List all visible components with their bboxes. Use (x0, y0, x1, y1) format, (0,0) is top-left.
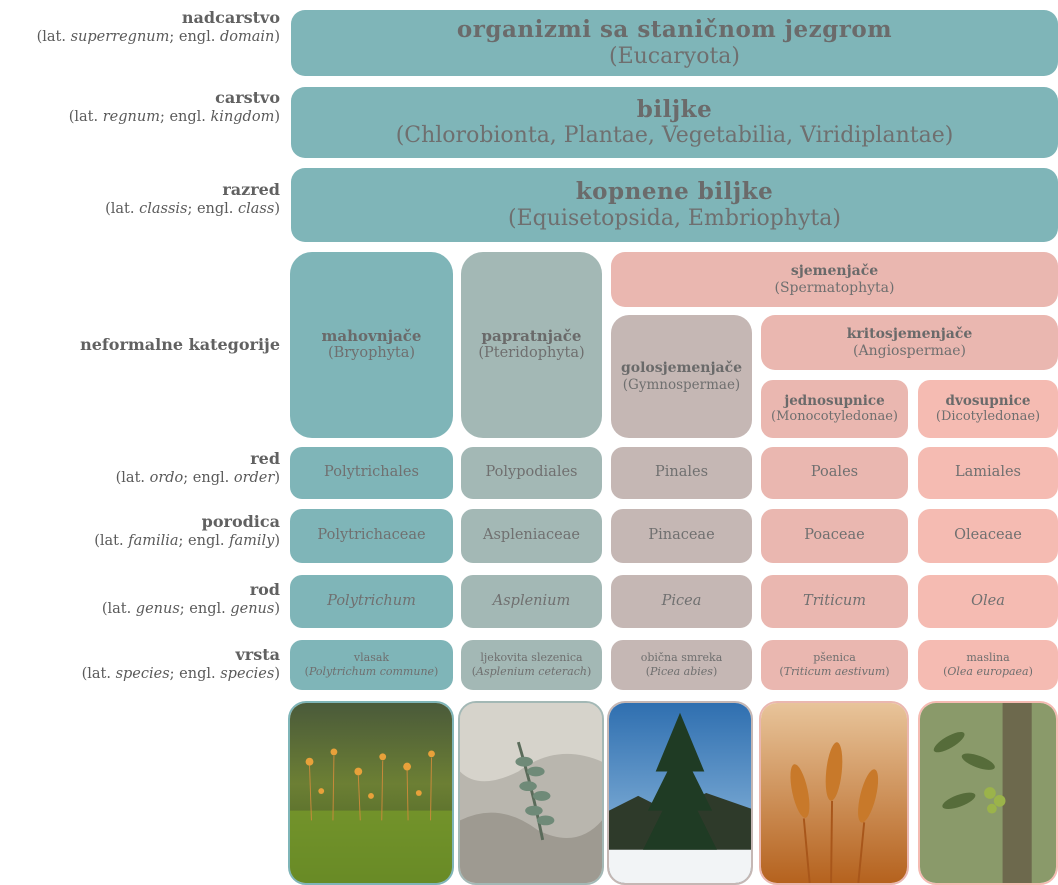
kingdom-title: biljke (636, 95, 713, 123)
family-cell: Polytrichaceae (290, 509, 453, 563)
class-latin: (Equisetopsida, Embriophyta) (508, 205, 841, 231)
wheat-photo (759, 701, 909, 885)
rank-title: razred (222, 180, 280, 199)
family-cell: Poaceae (761, 509, 908, 563)
kingdom-latin: (Chlorobionta, Plantae, Vegetabilia, Vir… (395, 123, 954, 149)
species-cell: ljekovita slezenica (Asplenium ceterach) (461, 640, 602, 690)
rank-label-informal: neformalne kategorije (80, 335, 280, 355)
class-box: kopnene biljke (Equisetopsida, Embriophy… (291, 168, 1058, 242)
order-cell: Pinales (611, 447, 752, 499)
angiosperms-box: kritosjemenjače (Angiospermae) (761, 315, 1058, 370)
class-title: kopnene biljke (575, 178, 774, 205)
group-latin: (Pteridophyta) (478, 345, 585, 362)
group-latin: (Bryophyta) (327, 345, 416, 362)
species-common: maslina (966, 650, 1010, 664)
group-latin: (Angiospermae) (853, 342, 966, 359)
rank-latin-english: (lat. species; engl. species) (81, 666, 280, 682)
genus-cell: Polytrichum (290, 575, 453, 628)
group-title: dvosupnice (945, 393, 1031, 410)
species-latin: (Asplenium ceterach) (471, 665, 592, 678)
species-cell: obična smreka (Picea abies) (611, 640, 752, 690)
rank-label-genus: rod (lat. genus; engl. genus) (102, 580, 280, 618)
species-common: pšenica (813, 650, 856, 664)
species-cell: pšenica (Triticum aestivum) (761, 640, 908, 690)
species-latin: (Polytrichum commune) (304, 665, 439, 678)
genus-cell: Triticum (761, 575, 908, 628)
moss-photo (288, 701, 454, 885)
genus-cell: Olea (918, 575, 1058, 628)
kingdom-box: biljke (Chlorobionta, Plantae, Vegetabil… (291, 87, 1058, 158)
group-title: jednosupnice (784, 393, 885, 410)
domain-latin: (Eucaryota) (609, 43, 740, 69)
rank-label-class: razred (lat. classis; engl. class) (105, 180, 280, 218)
group-title: mahovnjače (321, 327, 422, 346)
rank-label-domain: nadcarstvo (lat. superregnum; engl. doma… (37, 8, 280, 46)
family-cell: Pinaceae (611, 509, 752, 563)
rank-title: neformalne kategorije (80, 335, 280, 354)
seed-plants-box: sjemenjače (Spermatophyta) (611, 252, 1058, 307)
domain-box: organizmi sa staničnom jezgrom (Eucaryot… (291, 10, 1058, 76)
rank-title: porodica (201, 512, 280, 531)
family-cell: Oleaceae (918, 509, 1058, 563)
species-latin: (Triticum aestivum) (779, 665, 890, 678)
species-latin: (Picea abies) (645, 665, 718, 678)
order-cell: Polytrichales (290, 447, 453, 499)
group-title: kritosjemenjače (846, 325, 973, 342)
rank-label-kingdom: carstvo (lat. regnum; engl. kingdom) (69, 88, 280, 126)
rank-title: carstvo (215, 88, 280, 107)
fern-photo (458, 701, 604, 885)
family-cell: Aspleniaceae (461, 509, 602, 563)
rank-title: red (250, 449, 280, 468)
species-cell: maslina (Olea europaea) (918, 640, 1058, 690)
species-common: obična smreka (640, 650, 723, 664)
rank-latin-english: (lat. regnum; engl. kingdom) (68, 109, 280, 125)
order-cell: Lamiales (918, 447, 1058, 499)
species-common: ljekovita slezenica (480, 650, 583, 664)
species-cell: vlasak (Polytrichum commune) (290, 640, 453, 690)
dicots-box: dvosupnice (Dicotyledonae) (918, 380, 1058, 438)
group-latin: (Dicotyledonae) (935, 409, 1041, 425)
rank-title: rod (249, 580, 280, 599)
mosses-box: mahovnjače (Bryophyta) (290, 252, 453, 438)
ferns-box: papratnjače (Pteridophyta) (461, 252, 602, 438)
genus-cell: Picea (611, 575, 752, 628)
genus-cell: Asplenium (461, 575, 602, 628)
group-title: golosjemenjače (620, 360, 743, 376)
rank-latin-english: (lat. superregnum; engl. domain) (36, 29, 280, 45)
rank-latin-english: (lat. genus; engl. genus) (101, 601, 280, 617)
rank-latin-english: (lat. familia; engl. family) (94, 533, 280, 549)
rank-latin-english: (lat. ordo; engl. order) (115, 470, 280, 486)
rank-title: vrsta (235, 645, 281, 664)
domain-title: organizmi sa staničnom jezgrom (456, 16, 893, 43)
order-cell: Polypodiales (461, 447, 602, 499)
gymnosperms-box: golosjemenjače (Gymnospermae) (611, 315, 752, 438)
monocots-box: jednosupnice (Monocotyledonae) (761, 380, 908, 438)
spruce-photo (607, 701, 753, 885)
group-latin: (Monocotyledonae) (771, 409, 898, 425)
group-latin: (Gymnospermae) (622, 376, 741, 393)
rank-label-species: vrsta (lat. species; engl. species) (82, 645, 280, 683)
group-title: sjemenjače (790, 262, 879, 279)
rank-label-family: porodica (lat. familia; engl. family) (94, 512, 280, 550)
species-latin: (Olea europaea) (943, 665, 1033, 678)
olive-photo (918, 701, 1058, 885)
order-cell: Poales (761, 447, 908, 499)
rank-label-order: red (lat. ordo; engl. order) (116, 449, 280, 487)
rank-latin-english: (lat. classis; engl. class) (105, 201, 280, 217)
group-title: papratnjače (481, 327, 582, 346)
rank-title: nadcarstvo (181, 8, 280, 27)
group-latin: (Spermatophyta) (774, 279, 895, 296)
species-common: vlasak (353, 650, 390, 664)
